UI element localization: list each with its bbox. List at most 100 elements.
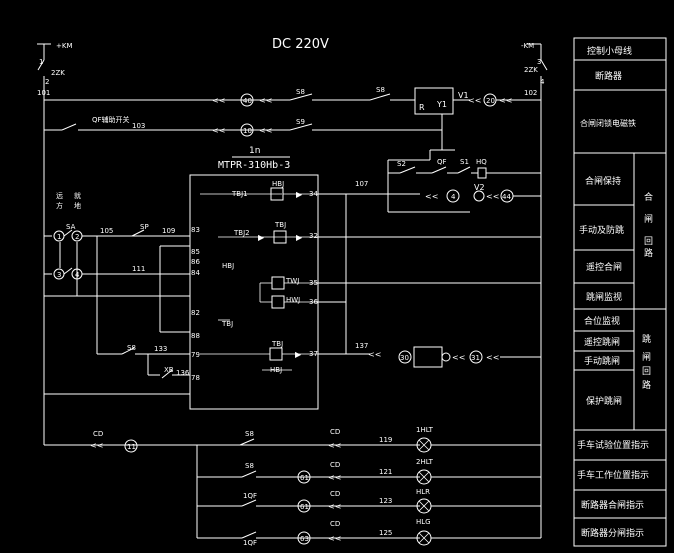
legend-c1: 控制小母线 xyxy=(587,45,632,57)
ind-circle-2: 61 xyxy=(300,503,309,511)
terminal-61b-icon xyxy=(297,499,311,513)
terminal-78: 78 xyxy=(191,374,200,382)
arrow-5a-icon: << xyxy=(90,441,103,450)
arrow-1c-icon: << xyxy=(468,96,481,105)
legend-c5: 手动及防跳 xyxy=(579,224,624,236)
trip-circuit: << 30 << 31 << xyxy=(368,346,541,368)
legend-c4b-2: 闸 xyxy=(644,214,653,225)
terminal-11-left-icon xyxy=(124,439,138,453)
ind-wire-0: 119 xyxy=(379,436,392,444)
v2-label: V2 xyxy=(474,183,485,192)
sa-terminal-1-icon xyxy=(53,230,65,242)
indicator-row-3: 1QF 61 CD << 123 HLR xyxy=(197,488,541,514)
right-pin-3: 3 xyxy=(537,58,541,66)
arrow-2a-icon: << xyxy=(212,126,225,135)
terminal-63-icon xyxy=(297,531,311,545)
terminal-4-icon xyxy=(446,189,460,203)
indicator-row-1: CD << 11 S8 CD << 119 1HLT xyxy=(44,426,541,538)
trip-coil-box xyxy=(413,346,443,368)
legend-c12: 跳 xyxy=(642,333,651,345)
arrow-4a-icon: << xyxy=(368,350,381,359)
hdr-remote: 远 xyxy=(56,192,63,200)
terminal-20-label: 20 xyxy=(486,97,495,105)
legend-c11: 保护跳闸 xyxy=(586,395,622,407)
row-lockout-coil: << 40 << S8 S8 R Y1 V1 << 20 << xyxy=(44,86,541,128)
ind-lamp-0: 1HLT xyxy=(416,426,434,434)
right-bus: -KM 2ZK 3 4 102 xyxy=(521,42,548,538)
ind-switch-0: S8 xyxy=(245,430,254,438)
legend-c4a: 合闸保持 xyxy=(585,175,621,187)
s1-label: S1 xyxy=(460,158,469,166)
sa-n1: 1 xyxy=(57,233,61,241)
v2-node-icon xyxy=(473,190,485,202)
terminal-61a-icon xyxy=(297,470,311,484)
terminal-4-label: 4 xyxy=(451,193,456,201)
r-label: R xyxy=(419,103,425,112)
relay-internals: TBJ1 HBJ ▶ TBJ2 TBJ ▶ ▶ HBJ TWJ HWJ TBJ … xyxy=(200,180,318,374)
row-qf-aux: QF辅助开关 103 << 10 << S9 xyxy=(44,115,443,137)
ind-lamp-1: 2HLT xyxy=(416,458,434,466)
ind-switch-3: 1QF xyxy=(243,539,257,547)
legend-c14: 手车工作位置指示 xyxy=(577,469,649,481)
close-circuit: S2 QF S1 HQ << 4 V2 << 44 xyxy=(387,128,541,213)
hdr-remote-2: 方 xyxy=(56,201,63,210)
legend-c6: 遥控合闸 xyxy=(586,261,622,273)
sp-label: SP xyxy=(140,223,149,231)
w105-label: 105 xyxy=(100,227,113,235)
terminal-84: 84 xyxy=(191,269,200,277)
relay-box-line1: 1n xyxy=(249,146,260,156)
tbj-trip-label: TBJ xyxy=(271,340,283,348)
ind-switch-1: S8 xyxy=(245,462,254,470)
legend-c4b: 合 xyxy=(644,191,653,203)
right-bus-label: -KM xyxy=(521,42,534,50)
legend-c12-3: 回 xyxy=(642,366,651,377)
arrow-2b-icon: << xyxy=(259,126,272,135)
ind-circle-3: 63 xyxy=(300,535,309,543)
output-34: 34 xyxy=(309,190,318,198)
output-35: 35 xyxy=(309,279,318,287)
hwj-coil xyxy=(271,295,285,309)
hq-coil xyxy=(477,167,487,179)
output-32: 32 xyxy=(309,232,318,240)
terminal-30-label: 30 xyxy=(400,354,409,362)
legend-c12-2: 闸 xyxy=(642,352,651,363)
legend-c13: 手车试验位置指示 xyxy=(577,439,649,451)
hq-label: HQ xyxy=(476,158,487,166)
legend-table: 控制小母线 断路器 合闸闭锁电磁铁 合闸保持 手动及防跳 遥控合闸 跳闸监视 合… xyxy=(573,37,667,547)
diode-2-icon: ▶ xyxy=(258,233,265,242)
output-wiring: 107 137 xyxy=(318,180,541,355)
terminal-88: 88 xyxy=(191,332,200,340)
output-36: 36 xyxy=(309,298,318,306)
left-control-panel: 远 方 就 地 1 SA 2 105 SP 109 3 4 111 S8 133 xyxy=(44,191,190,395)
hbj2-label: HBJ xyxy=(222,262,234,270)
cd-left-label: CD xyxy=(93,430,103,438)
right-wire-label: 102 xyxy=(524,89,537,97)
hdr-local-2: 地 xyxy=(74,201,81,210)
arrow-1a-icon: << xyxy=(212,96,225,105)
right-fuse-label: 2ZK xyxy=(524,66,538,74)
tbj3-label: TBJ xyxy=(221,320,233,328)
arrow-1b-icon: << xyxy=(259,96,272,105)
wire-107-label: 107 xyxy=(355,180,368,188)
qf-label: QF xyxy=(437,158,447,166)
diagram-title: DC 220V xyxy=(272,37,329,52)
w133-label: 133 xyxy=(154,345,167,353)
s2-label: S2 xyxy=(397,160,406,168)
s9-label: S9 xyxy=(296,118,305,126)
left-bus-label: +KM xyxy=(56,42,73,50)
ind-cd-0: CD xyxy=(330,428,340,436)
sa-terminal-3-icon xyxy=(53,268,65,280)
relay-box-line2: MTPR-310Hb-3 xyxy=(218,160,290,171)
tbj-label: TBJ xyxy=(274,221,286,229)
legend-c4b-3: 回 xyxy=(644,236,653,247)
diode-3-icon: ▶ xyxy=(296,233,303,242)
indicator-row-4: 1QF 63 CD << 125 HLG xyxy=(197,518,541,547)
diode-1-icon: ▶ xyxy=(296,190,303,199)
terminal-44-label: 44 xyxy=(502,193,511,201)
arrow-6a-icon: << xyxy=(328,441,341,450)
arrow-6b-icon: << xyxy=(328,473,341,482)
arrow-4c-icon: << xyxy=(486,353,499,362)
left-fuse-label: 2ZK xyxy=(51,69,65,77)
terminal-82: 82 xyxy=(191,309,200,317)
